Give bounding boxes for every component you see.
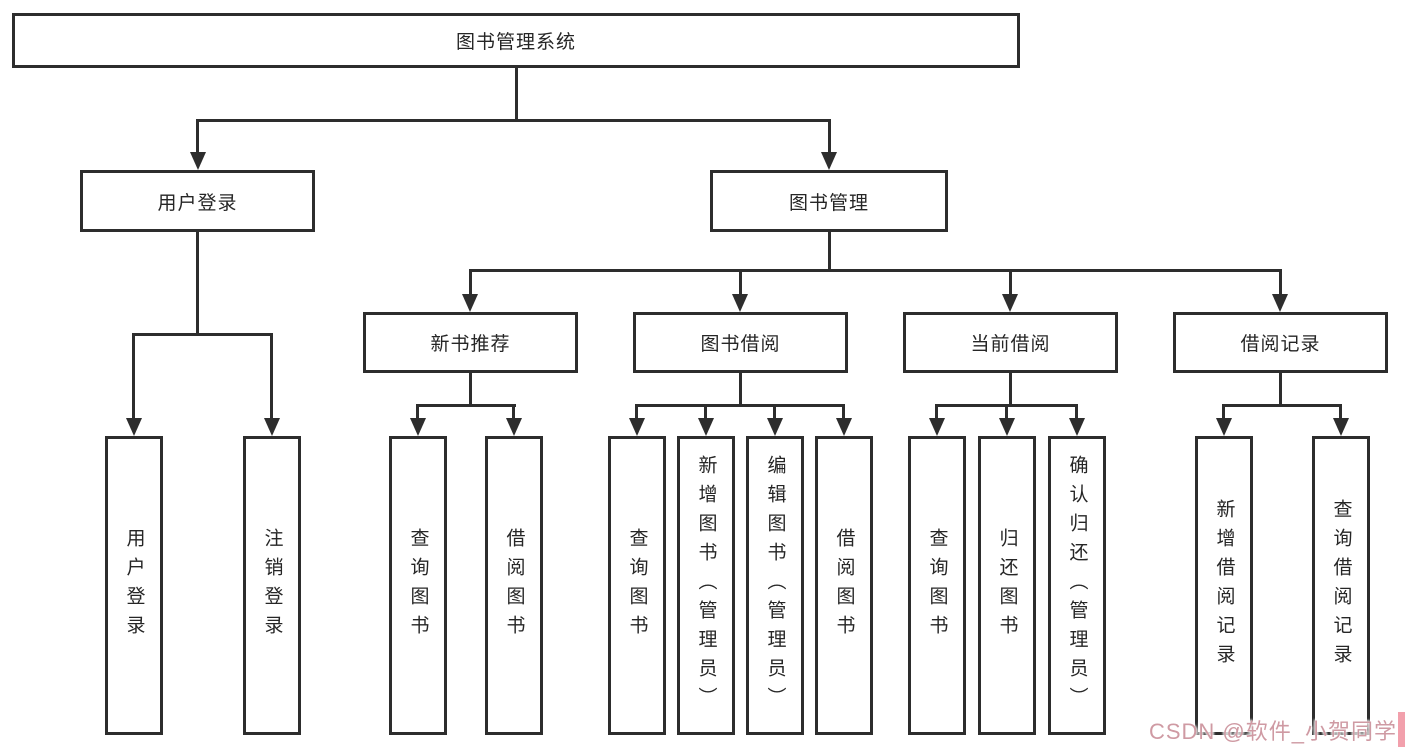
node-book-borrowing: 图书借阅 bbox=[633, 312, 848, 373]
node-label: 注销登录 bbox=[261, 527, 283, 644]
node-borrow-books-recommend: 借阅图书 bbox=[485, 436, 543, 735]
node-book-management-branch: 图书管理 bbox=[710, 170, 948, 232]
arrowhead-down bbox=[126, 418, 142, 436]
arrowhead-down bbox=[1272, 294, 1288, 312]
node-edit-book-admin: 编辑图书（管理员） bbox=[746, 436, 804, 735]
node-label: 归还图书 bbox=[996, 527, 1018, 644]
node-label: 借阅图书 bbox=[833, 527, 855, 644]
connector-segment bbox=[416, 404, 516, 407]
connector-segment bbox=[1009, 373, 1012, 406]
node-label: 新增借阅记录 bbox=[1213, 498, 1235, 673]
arrowhead-down bbox=[1216, 418, 1232, 436]
arrowhead-down bbox=[506, 418, 522, 436]
connector-segment bbox=[132, 333, 273, 336]
node-label: 查询借阅记录 bbox=[1330, 498, 1352, 673]
connector-segment bbox=[196, 119, 199, 154]
arrowhead-down bbox=[767, 418, 783, 436]
node-return-book: 归还图书 bbox=[978, 436, 1036, 735]
node-label: 新增图书（管理员） bbox=[695, 455, 717, 716]
node-user-login-branch: 用户登录 bbox=[80, 170, 315, 232]
connector-segment bbox=[635, 404, 638, 419]
connector-segment bbox=[1279, 373, 1282, 406]
node-book-management-system: 图书管理系统 bbox=[12, 13, 1020, 68]
arrowhead-down bbox=[1002, 294, 1018, 312]
connector-segment bbox=[1009, 269, 1012, 296]
node-label: 借阅图书 bbox=[503, 527, 525, 644]
arrowhead-down bbox=[999, 418, 1015, 436]
node-label: 新书推荐 bbox=[430, 334, 511, 355]
arrowhead-down bbox=[698, 418, 714, 436]
connector-segment bbox=[416, 404, 419, 419]
node-confirm-return-admin: 确认归还（管理员） bbox=[1048, 436, 1106, 735]
arrowhead-down bbox=[836, 418, 852, 436]
node-add-borrow-record: 新增借阅记录 bbox=[1195, 436, 1253, 735]
connector-segment bbox=[512, 404, 515, 419]
node-label: 图书管理 bbox=[788, 192, 869, 214]
node-logout: 注销登录 bbox=[243, 436, 301, 735]
node-label: 图书借阅 bbox=[700, 334, 781, 355]
connector-segment bbox=[842, 404, 845, 419]
connector-segment bbox=[704, 404, 707, 419]
connector-segment bbox=[196, 119, 831, 122]
node-label: 当前借阅 bbox=[970, 334, 1051, 355]
arrowhead-down bbox=[264, 418, 280, 436]
connector-segment bbox=[469, 373, 472, 406]
node-label: 查询图书 bbox=[926, 527, 948, 644]
node-new-book-recommend: 新书推荐 bbox=[363, 312, 578, 373]
arrowhead-down bbox=[190, 152, 206, 170]
node-query-books-recommend: 查询图书 bbox=[389, 436, 447, 735]
connector-segment bbox=[270, 333, 273, 419]
node-label: 确认归还（管理员） bbox=[1066, 455, 1088, 716]
arrowhead-down bbox=[732, 294, 748, 312]
arrowhead-down bbox=[462, 294, 478, 312]
node-query-borrow-record: 查询借阅记录 bbox=[1312, 436, 1370, 735]
connector-segment bbox=[739, 373, 742, 406]
connector-segment bbox=[469, 269, 1282, 272]
connector-segment bbox=[515, 68, 518, 120]
node-query-books-borrowing: 查询图书 bbox=[608, 436, 666, 735]
node-label: 用户登录 bbox=[157, 192, 238, 214]
watermark-text: CSDN @软件_小贺同学 bbox=[1148, 719, 1397, 744]
watermark-accent-strip bbox=[1398, 712, 1405, 747]
connector-segment bbox=[828, 119, 831, 154]
connector-segment bbox=[132, 333, 135, 419]
node-current-borrowing: 当前借阅 bbox=[903, 312, 1118, 373]
node-label: 用户登录 bbox=[123, 527, 145, 644]
arrowhead-down bbox=[821, 152, 837, 170]
connector-segment bbox=[1279, 269, 1282, 296]
connector-segment bbox=[739, 269, 742, 296]
node-borrowing-records: 借阅记录 bbox=[1173, 312, 1388, 373]
arrowhead-down bbox=[1333, 418, 1349, 436]
connector-segment bbox=[773, 404, 776, 419]
arrowhead-down bbox=[929, 418, 945, 436]
arrowhead-down bbox=[410, 418, 426, 436]
node-label: 编辑图书（管理员） bbox=[764, 455, 786, 716]
connector-segment bbox=[1222, 404, 1342, 407]
connector-segment bbox=[635, 404, 845, 407]
connector-segment bbox=[1005, 404, 1008, 419]
node-query-books-current: 查询图书 bbox=[908, 436, 966, 735]
node-label: 图书管理系统 bbox=[455, 32, 576, 53]
node-label: 查询图书 bbox=[407, 527, 429, 644]
connector-segment bbox=[1222, 404, 1225, 419]
node-label: 借阅记录 bbox=[1240, 334, 1321, 355]
node-borrow-books-leaf: 借阅图书 bbox=[815, 436, 873, 735]
arrowhead-down bbox=[629, 418, 645, 436]
node-add-book-admin: 新增图书（管理员） bbox=[677, 436, 735, 735]
connector-segment bbox=[935, 404, 938, 419]
connector-segment bbox=[1339, 404, 1342, 419]
connector-segment bbox=[196, 232, 199, 336]
node-user-login-leaf: 用户登录 bbox=[105, 436, 163, 735]
node-label: 查询图书 bbox=[626, 527, 648, 644]
arrowhead-down bbox=[1069, 418, 1085, 436]
connector-segment bbox=[1075, 404, 1078, 419]
connector-segment bbox=[828, 232, 831, 270]
connector-segment bbox=[469, 269, 472, 296]
